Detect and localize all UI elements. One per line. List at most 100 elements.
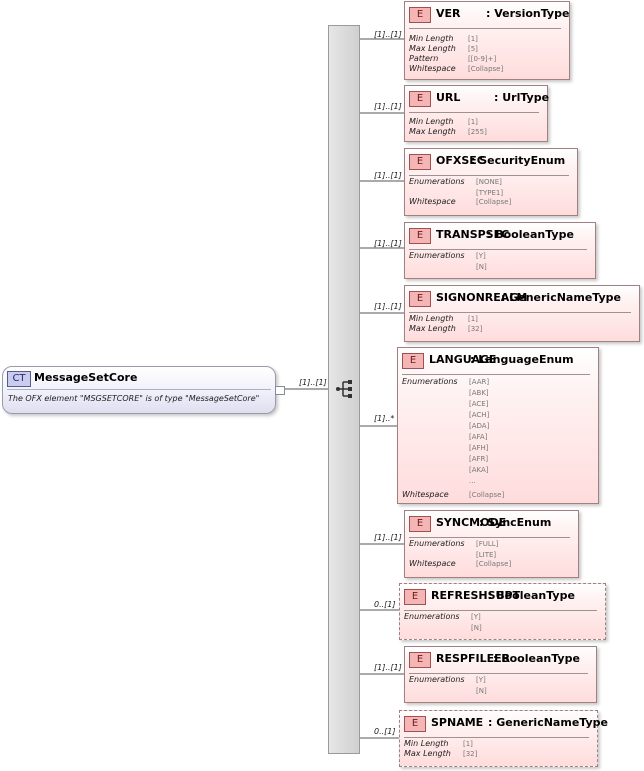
element-badge: E xyxy=(409,291,431,307)
facet-label: Whitespace xyxy=(402,490,449,499)
facet-label: Pattern xyxy=(409,54,439,63)
facet-value: [AFH] xyxy=(469,444,489,452)
element-type: : UrlType xyxy=(494,91,550,104)
facet-label: Max Length xyxy=(409,324,456,333)
element-divider xyxy=(409,112,539,113)
facet-label: Max Length xyxy=(409,44,456,53)
facet-label: Max Length xyxy=(404,749,451,758)
element-type: : GenericNameType xyxy=(488,716,608,729)
element-name: VER xyxy=(436,7,461,20)
element-divider xyxy=(409,673,588,674)
facet-label: Max Length xyxy=(409,127,456,136)
facet-value: [ACH] xyxy=(469,411,490,419)
element-cardinality: [1]..[1] xyxy=(374,30,402,39)
facet-value: [Collapse] xyxy=(476,560,512,568)
element-name: OFXSEC xyxy=(436,154,485,167)
complex-type-box[interactable]: CT MessageSetCore The OFX element "MSGSE… xyxy=(2,366,285,414)
element-badge: E xyxy=(404,716,426,732)
facet-value: [TYPE1] xyxy=(476,189,504,197)
element-name: SYNCMODE xyxy=(436,516,507,529)
facet-value: [[0-9]+] xyxy=(468,55,497,63)
facet-value: [1] xyxy=(468,35,478,43)
facet-value: [Y] xyxy=(471,613,481,621)
facet-value: [Collapse] xyxy=(469,491,505,499)
element-badge: E xyxy=(409,154,431,170)
facet-value: [AKA] xyxy=(469,466,489,474)
element-badge: E xyxy=(409,7,431,23)
element-divider xyxy=(409,537,570,538)
element-cardinality: [1]..[1] xyxy=(374,171,402,180)
element-type: : SecurityEnum xyxy=(471,154,566,167)
element-divider xyxy=(409,249,587,250)
sequence-icon xyxy=(336,380,352,398)
element-divider xyxy=(402,374,590,375)
facet-label: Enumerations xyxy=(409,177,465,186)
expand-port[interactable] xyxy=(275,386,285,395)
facet-value: [AAR] xyxy=(469,378,490,386)
element-name: TRANSPSEC xyxy=(436,228,510,241)
element-type: : BooleanType xyxy=(487,228,574,241)
element-type: : LanguageEnum xyxy=(470,353,574,366)
facet-label: Whitespace xyxy=(409,197,456,206)
facet-label: Whitespace xyxy=(409,559,456,568)
facet-value: [LITE] xyxy=(476,551,497,559)
facet-value: [32] xyxy=(468,325,483,333)
element-name: URL xyxy=(436,91,461,104)
element-cardinality: 0..[1] xyxy=(374,727,396,736)
element-divider xyxy=(409,28,561,29)
facet-label: Enumerations xyxy=(402,377,458,386)
facet-value: [1] xyxy=(468,315,478,323)
facet-value: [ACE] xyxy=(469,400,489,408)
facet-value: [Y] xyxy=(476,676,486,684)
element-divider xyxy=(409,312,631,313)
facet-value: [ADA] xyxy=(469,422,490,430)
facet-value: [FULL] xyxy=(476,540,499,548)
element-badge: E xyxy=(402,353,424,369)
element-cardinality: [1]..[1] xyxy=(374,663,402,672)
element-name: REFRESHSUPT xyxy=(431,589,521,602)
element-badge: E xyxy=(409,516,431,532)
complex-type-badge: CT xyxy=(7,371,31,387)
facet-label: Min Length xyxy=(409,34,454,43)
facet-value: [NONE] xyxy=(476,178,502,186)
facet-label: Min Length xyxy=(409,117,454,126)
facet-label: Enumerations xyxy=(409,251,465,260)
element-cardinality: [1]..[1] xyxy=(374,302,402,311)
complex-type-documentation: The OFX element "MSGSETCORE" is of type … xyxy=(8,394,260,403)
element-badge: E xyxy=(409,652,431,668)
element-type: : BooleanType xyxy=(488,589,575,602)
element-badge: E xyxy=(404,589,426,605)
facet-value: [AFA] xyxy=(469,433,488,441)
element-name: SIGNONREALM xyxy=(436,291,528,304)
element-cardinality: [1]..[1] xyxy=(374,533,402,542)
element-cardinality: [1]..[1] xyxy=(374,239,402,248)
element-badge: E xyxy=(409,228,431,244)
element-name: SPNAME xyxy=(431,716,484,729)
element-cardinality: [1]..* xyxy=(374,414,395,423)
facet-label: Enumerations xyxy=(404,612,460,621)
facet-value: [Collapse] xyxy=(476,198,512,206)
element-type: : GenericNameType xyxy=(501,291,621,304)
element-type: : VersionType xyxy=(486,7,570,20)
complex-type-divider xyxy=(7,389,271,390)
facet-value: [N] xyxy=(471,624,482,632)
facet-value: [Collapse] xyxy=(468,65,504,73)
element-divider xyxy=(404,610,597,611)
facet-value: [N] xyxy=(476,687,487,695)
element-type: : SyncEnum xyxy=(479,516,552,529)
element-divider xyxy=(409,175,569,176)
element-cardinality: [1]..[1] xyxy=(374,102,402,111)
element-divider xyxy=(404,737,589,738)
facet-value: [N] xyxy=(476,263,487,271)
